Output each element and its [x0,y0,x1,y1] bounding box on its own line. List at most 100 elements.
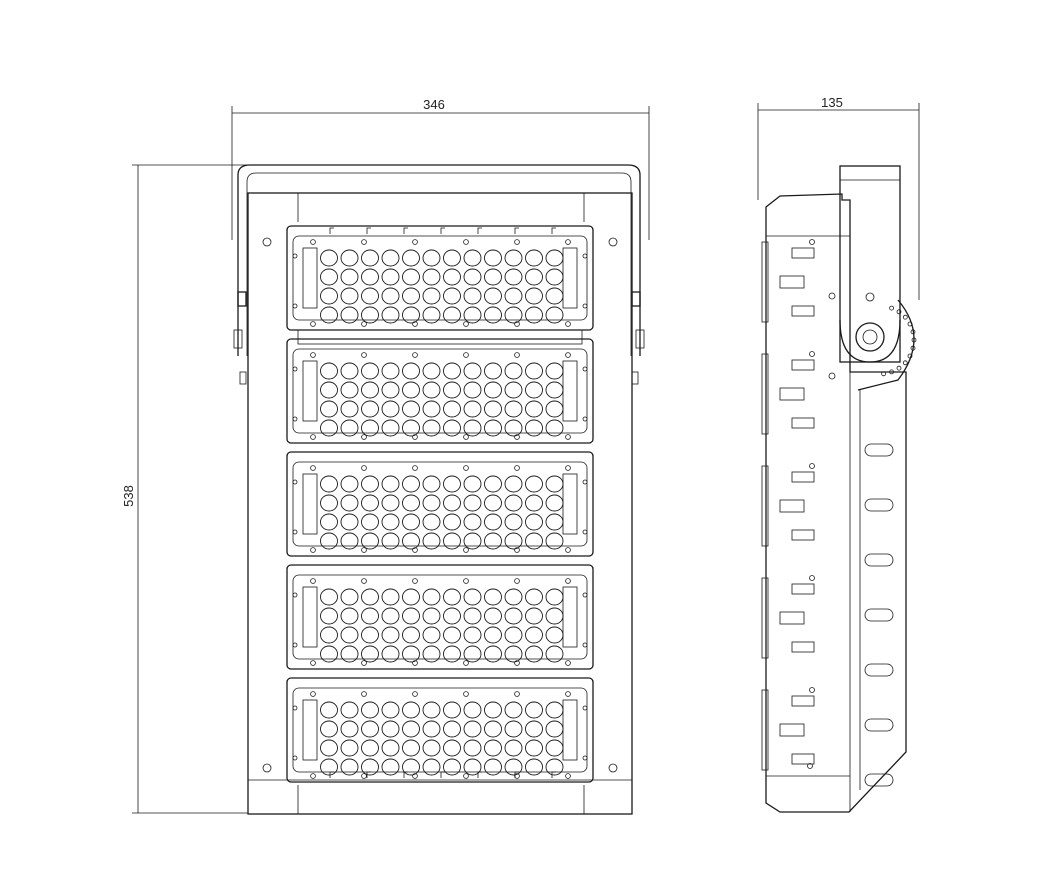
led-lens [484,758,502,776]
led-lens [361,381,379,399]
led-lens [320,513,338,531]
led-lens [504,419,523,437]
module-frame [286,451,594,557]
led-lens [443,720,461,738]
led-lens [422,249,441,267]
led-lens [361,287,379,305]
led-lens [402,400,420,418]
led-lens [340,626,359,644]
led-lens [484,626,502,644]
screw-icon [463,691,469,697]
led-module [286,225,594,331]
led-lens [422,588,441,606]
width-label: 346 [423,97,445,112]
led-lens [545,739,564,757]
hook-icon [440,227,445,234]
led-lens [484,249,502,267]
hook-icon [366,771,371,778]
side-rib [761,577,769,659]
led-lens [422,607,441,625]
front-view [233,164,645,815]
led-lens [340,287,359,305]
screw-icon [582,366,588,372]
led-lens [422,720,441,738]
led-lens [463,645,482,663]
screw-icon [463,434,469,440]
led-lens [443,626,461,644]
led-lens [422,268,441,286]
module-endcap-right [562,360,578,422]
led-lens [463,494,482,512]
led-lens [504,739,523,757]
led-lens [504,475,523,493]
led-lens [545,249,564,267]
screw-icon [582,416,588,422]
led-lens [402,475,420,493]
module-endcap-right [562,473,578,535]
led-lens [361,701,379,719]
led-lens [422,532,441,550]
module-frame [286,564,594,670]
led-lens [340,720,359,738]
led-lens [340,381,359,399]
side-slot [864,663,894,677]
module-lens [292,235,588,321]
led-lens [361,306,379,324]
side-slot [864,553,894,567]
led-module [286,564,594,670]
led-lens [402,494,420,512]
led-lens [504,249,523,267]
screw-icon [310,465,316,471]
screw-icon [582,705,588,711]
side-clip [791,641,815,653]
side-rib [761,353,769,435]
screw-icon [292,416,298,422]
led-lens [402,306,420,324]
screw-icon [514,321,520,327]
led-lens [381,287,400,305]
led-lens [443,268,461,286]
led-lens [320,720,338,738]
led-lens [361,588,379,606]
side-clip [791,695,815,707]
led-lens [361,249,379,267]
side-slot [864,443,894,457]
led-lens [381,532,400,550]
side-clip [779,723,805,737]
led-lens [361,739,379,757]
led-lens [443,249,461,267]
screw-icon [292,705,298,711]
led-lens [443,306,461,324]
side-clip [791,529,815,541]
led-lens [525,249,543,267]
dimension-depth: 135 [757,95,920,300]
screw-icon [809,463,815,469]
led-lens [320,607,338,625]
side-view [761,165,917,813]
hook-icon [403,771,408,778]
dial-hole [910,345,916,351]
led-lens [504,362,523,380]
led-lens [320,381,338,399]
screw-icon [565,352,571,358]
dial-hole [902,314,908,320]
led-lens [381,645,400,663]
led-lens [340,701,359,719]
led-lens [320,400,338,418]
side-clip [779,499,805,513]
screw-icon [361,352,367,358]
hook-icon [366,227,371,234]
module-frame [286,338,594,444]
led-lens [463,400,482,418]
led-lens [320,588,338,606]
led-lens [443,494,461,512]
pivot-knob-icon [855,322,885,352]
led-lens [381,701,400,719]
module-endcap-right [562,699,578,761]
led-lens [443,607,461,625]
module-endcap-left [302,586,318,648]
screw-icon [582,755,588,761]
led-lens [525,513,543,531]
led-lens [381,607,400,625]
led-lens [402,588,420,606]
